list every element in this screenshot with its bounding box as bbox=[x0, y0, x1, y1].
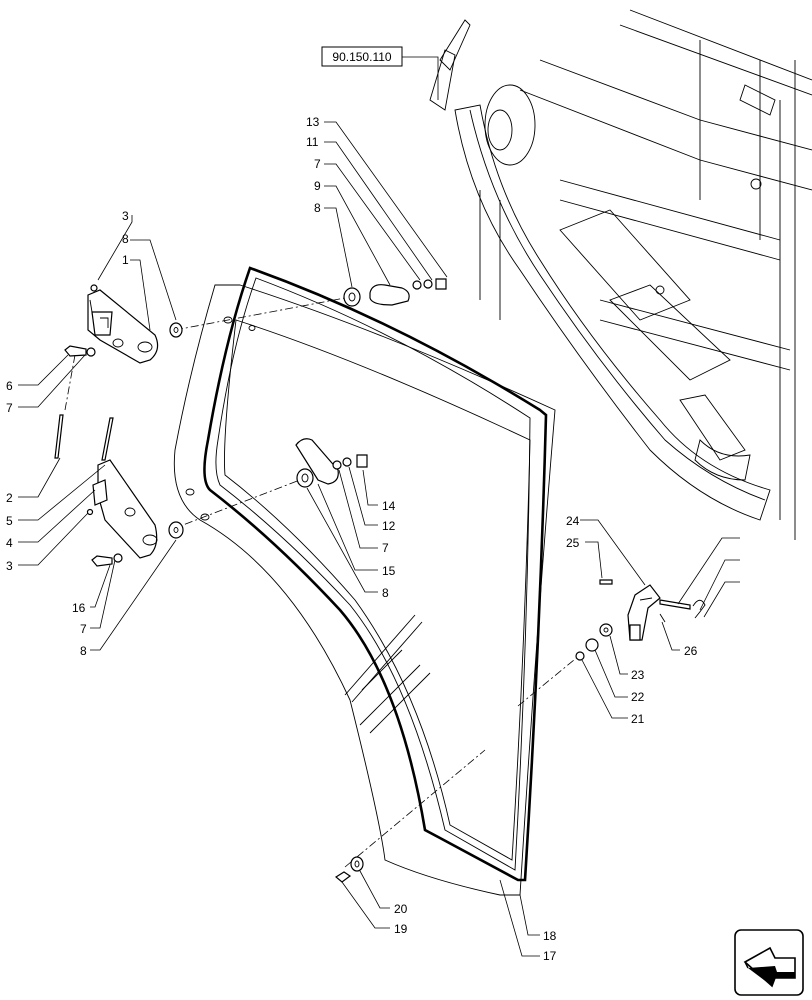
latch-handle-assembly bbox=[575, 579, 706, 661]
callout-8: 8 bbox=[314, 201, 321, 215]
callout-4: 4 bbox=[6, 536, 13, 550]
upper-hinge-assembly bbox=[54, 284, 183, 461]
callout-9: 9 bbox=[314, 179, 321, 193]
callout-16: 19 bbox=[394, 922, 408, 936]
door-glass-panel bbox=[173, 266, 556, 896]
callout-18: 21 bbox=[631, 712, 645, 726]
callout-12: 15 bbox=[382, 564, 396, 578]
callout-3: 3 bbox=[6, 559, 13, 573]
callout-2: 2 bbox=[6, 491, 13, 505]
callout-11: 14 bbox=[382, 499, 396, 513]
callout-labels: 3 8 1 6 7 2 5 4 3 16 7 8 13 11 7 9 8 14 … bbox=[6, 115, 698, 963]
next-page-arrow-icon[interactable] bbox=[734, 929, 804, 996]
callout-22: 25 bbox=[566, 536, 580, 550]
callout-23: 26 bbox=[684, 644, 698, 658]
reference-box[interactable]: 90.150.110 bbox=[321, 46, 439, 100]
upper-bushing-set bbox=[343, 278, 447, 307]
leader-lines bbox=[18, 121, 740, 957]
callout-10: 12 bbox=[382, 519, 396, 533]
callout-7: 7 bbox=[314, 157, 321, 171]
callout-6: 6 bbox=[6, 379, 13, 393]
callout-7: 7 bbox=[382, 541, 389, 555]
callout-5: 5 bbox=[6, 514, 13, 528]
callout-8: 8 bbox=[122, 232, 129, 246]
callout-7: 7 bbox=[80, 622, 87, 636]
callout-20: 23 bbox=[631, 668, 645, 682]
lower-hinge-assembly bbox=[86, 459, 184, 567]
callout-8: 8 bbox=[382, 586, 389, 600]
callout-19: 22 bbox=[631, 690, 645, 704]
callout-7: 7 bbox=[6, 401, 13, 415]
reference-box-label: 90.150.110 bbox=[332, 50, 391, 64]
callout-13: 16 bbox=[72, 601, 86, 615]
callout-17: 20 bbox=[394, 902, 408, 916]
callout-15: 18 bbox=[543, 929, 557, 943]
callout-21: 24 bbox=[566, 514, 580, 528]
cab-frame-illustration bbox=[429, 9, 812, 540]
callout-11: 13 bbox=[306, 115, 320, 129]
callout-3: 3 bbox=[122, 209, 129, 223]
callout-8: 8 bbox=[80, 644, 87, 658]
bottom-stop bbox=[334, 856, 364, 883]
assembly-axes bbox=[64, 296, 581, 868]
callout-10: 11 bbox=[306, 135, 319, 149]
mid-bushing-set bbox=[295, 438, 368, 488]
callout-14: 17 bbox=[543, 949, 557, 963]
callout-1: 1 bbox=[122, 253, 129, 267]
